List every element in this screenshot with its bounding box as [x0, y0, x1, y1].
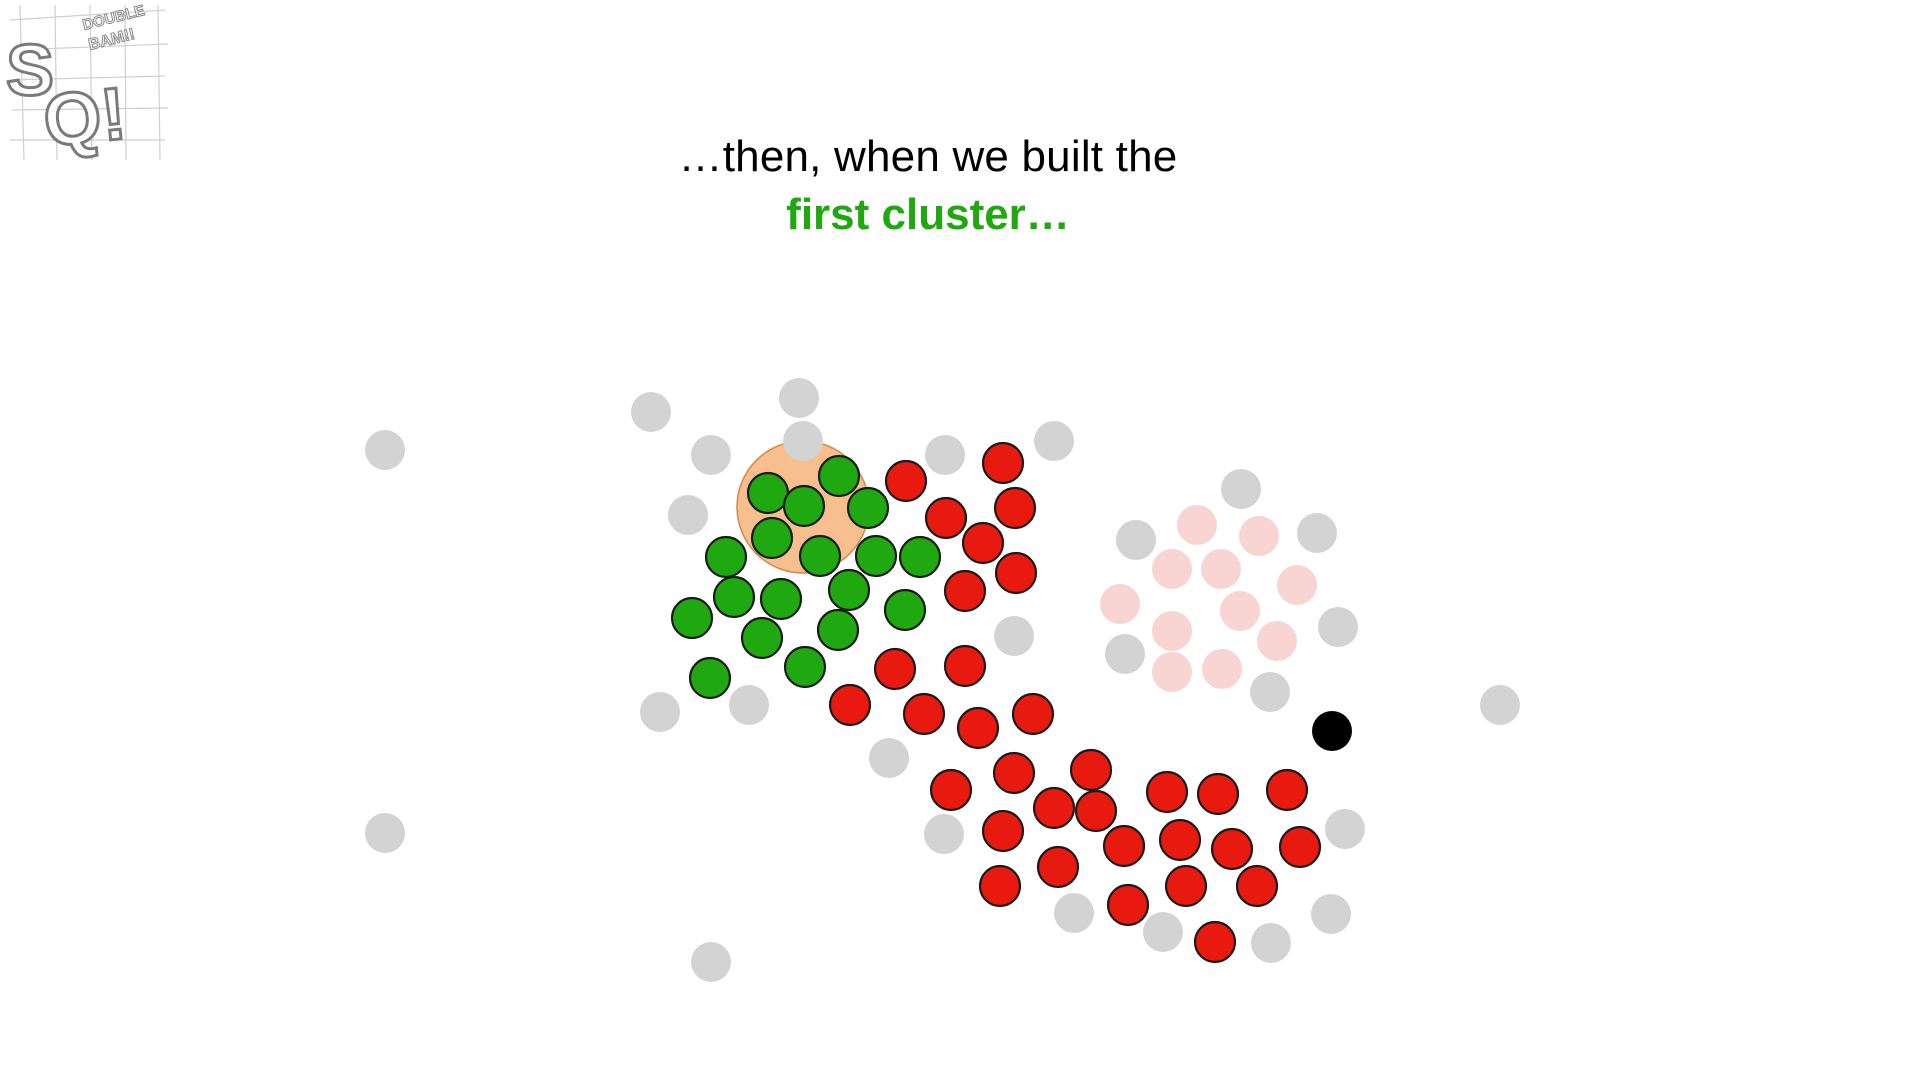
green-cluster-point — [846, 486, 890, 530]
unassigned-point — [783, 421, 823, 461]
logo-text-q: Q! — [40, 71, 130, 162]
green-cluster-point — [817, 454, 861, 498]
red-cluster-point — [943, 644, 987, 688]
unassigned-point — [365, 430, 405, 470]
unassigned-point — [691, 942, 731, 982]
red-cluster-point — [1074, 789, 1118, 833]
caption-line-2: first cluster… — [786, 190, 1070, 239]
faded-cluster-point — [1152, 549, 1192, 589]
unassigned-point — [994, 616, 1034, 656]
red-cluster-point — [1032, 786, 1076, 830]
red-cluster-point — [981, 441, 1025, 485]
red-cluster-point — [1235, 864, 1279, 908]
red-cluster-point — [992, 751, 1036, 795]
red-cluster-point — [1210, 827, 1254, 871]
unassigned-point — [1250, 672, 1290, 712]
unassigned-point — [924, 814, 964, 854]
red-cluster-point — [993, 486, 1037, 530]
unassigned-point — [365, 813, 405, 853]
red-cluster-point — [956, 706, 1000, 750]
unassigned-point — [1105, 634, 1145, 674]
unassigned-point — [691, 435, 731, 475]
red-cluster-point — [902, 692, 946, 736]
unassigned-point — [1311, 894, 1351, 934]
red-cluster-point — [981, 809, 1025, 853]
unassigned-point — [779, 378, 819, 418]
green-cluster-point — [783, 645, 827, 689]
green-cluster-point — [740, 616, 784, 660]
red-cluster-point — [1164, 864, 1208, 908]
green-cluster-point — [704, 535, 748, 579]
statquest-logo: DOUBLE BAM!! S Q! — [5, 2, 169, 164]
faded-cluster-point — [1201, 549, 1241, 589]
red-cluster-point — [994, 551, 1038, 595]
green-cluster-point — [759, 577, 803, 621]
faded-cluster-point — [1277, 565, 1317, 605]
faded-cluster-point — [1239, 516, 1279, 556]
red-cluster-point — [884, 459, 928, 503]
unassigned-point — [1297, 513, 1337, 553]
red-cluster-point — [1069, 748, 1113, 792]
red-cluster-point — [924, 496, 968, 540]
unassigned-point — [631, 392, 671, 432]
unassigned-point — [869, 738, 909, 778]
red-cluster-point — [929, 768, 973, 812]
unassigned-point — [1143, 912, 1183, 952]
red-cluster-point — [1036, 845, 1080, 889]
green-cluster-point — [712, 575, 756, 619]
unassigned-point — [729, 685, 769, 725]
red-cluster-point — [828, 683, 872, 727]
green-cluster-point — [746, 471, 790, 515]
unassigned-point — [1251, 923, 1291, 963]
unassigned-point — [1034, 421, 1074, 461]
green-cluster-point — [782, 484, 826, 528]
unassigned-point — [1325, 809, 1365, 849]
unassigned-point — [668, 495, 708, 535]
red-cluster-point — [943, 569, 987, 613]
red-cluster-point — [873, 647, 917, 691]
red-cluster-point — [978, 864, 1022, 908]
red-cluster-point — [1196, 772, 1240, 816]
unassigned-point — [640, 692, 680, 732]
faded-cluster-point — [1220, 591, 1260, 631]
caption-line-1: …then, when we built the — [678, 132, 1178, 181]
red-cluster-point — [1193, 920, 1237, 964]
green-cluster-point — [670, 596, 714, 640]
red-cluster-point — [1102, 824, 1146, 868]
logo-text-s: S — [6, 31, 54, 111]
unassigned-point — [1318, 607, 1358, 647]
unassigned-point — [1480, 685, 1520, 725]
faded-cluster-point — [1177, 505, 1217, 545]
green-cluster-point — [883, 588, 927, 632]
green-cluster-point — [688, 656, 732, 700]
red-cluster-point — [1106, 883, 1150, 927]
faded-cluster-point — [1202, 649, 1242, 689]
faded-cluster-point — [1100, 584, 1140, 624]
faded-cluster-point — [1152, 652, 1192, 692]
red-cluster-point — [1158, 818, 1202, 862]
outlier-point — [1312, 711, 1352, 751]
logo-grid-icon — [9, 4, 169, 161]
unassigned-point — [925, 435, 965, 475]
green-cluster-point — [827, 568, 871, 612]
red-cluster-point — [1265, 768, 1309, 812]
unassigned-point — [1054, 893, 1094, 933]
unassigned-point — [1116, 520, 1156, 560]
faded-cluster-point — [1152, 611, 1192, 651]
green-cluster-point — [750, 516, 794, 560]
green-cluster-point — [854, 534, 898, 578]
unassigned-point — [1221, 469, 1261, 509]
red-cluster-point — [1278, 825, 1322, 869]
red-cluster-point — [1011, 692, 1055, 736]
green-cluster-point — [798, 534, 842, 578]
green-cluster-point — [898, 535, 942, 579]
red-cluster-point — [961, 521, 1005, 565]
green-cluster-point — [816, 608, 860, 652]
faded-cluster-point — [1257, 621, 1297, 661]
red-cluster-point — [1145, 770, 1189, 814]
